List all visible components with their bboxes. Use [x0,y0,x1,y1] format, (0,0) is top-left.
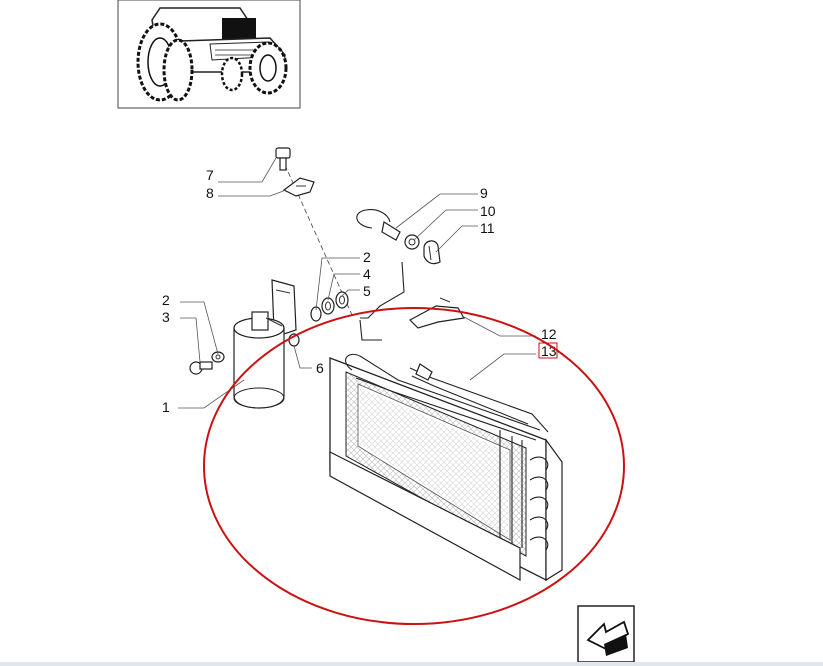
drier-part-1 [233,311,285,409]
callout-2-left: 2 [162,292,170,308]
leader-lines [178,157,536,409]
callout-8: 8 [206,185,214,201]
arrow-back-icon [586,620,630,656]
callout-6: 6 [316,360,324,376]
callout-1: 1 [162,399,170,415]
callout-5: 5 [363,283,371,299]
callout-7: 7 [206,167,214,183]
bolt-part-7 [275,147,291,171]
callout-9: 9 [480,185,488,201]
callout-10: 10 [480,203,496,219]
nav-back-button[interactable] [577,605,635,663]
condenser-part-13 [329,319,563,582]
tractor-front-icon [136,7,288,102]
thumbnail-frame [117,0,301,109]
grommet-part-11 [423,240,441,265]
callout-12: 12 [541,326,557,342]
fitting-part-9 [356,209,401,241]
washer-group-2-4-5 [310,291,349,322]
callout-3: 3 [162,309,170,325]
callout-2-upper: 2 [363,249,371,265]
callout-11: 11 [480,220,495,236]
bolt-washer-2-3 [189,351,225,375]
callout-4: 4 [363,266,371,282]
clip-part-8 [282,177,315,197]
pipe-from-fitting [360,261,405,319]
bracket-part-12 [409,297,465,329]
highlight-ellipse [203,307,625,625]
bottom-divider [0,662,823,666]
